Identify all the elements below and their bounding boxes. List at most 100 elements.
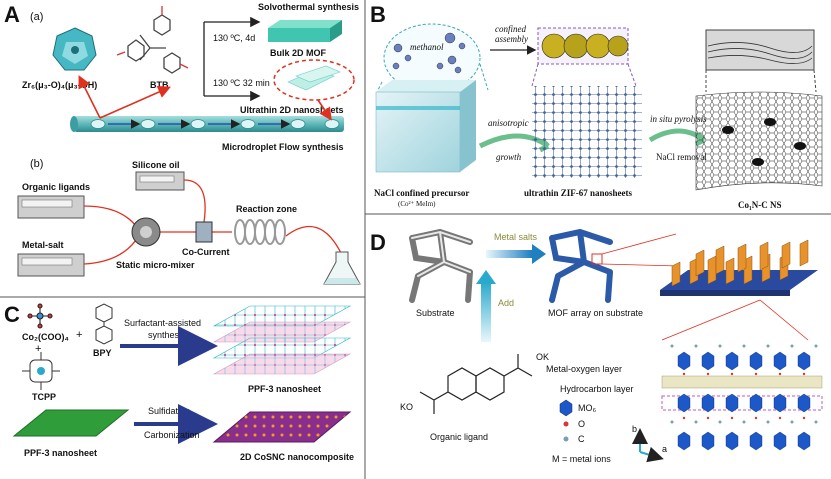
ppf-3-layered-framework xyxy=(212,305,352,375)
mixer-label: Static micro-mixer xyxy=(116,260,195,270)
axis-b-label: b xyxy=(632,424,637,434)
metal-salts-arrowhead xyxy=(532,244,546,264)
metal-salts-label: Metal salts xyxy=(494,232,538,242)
insitu-label: in situ pyrolysis xyxy=(650,114,707,124)
ligand-ko-label: KO xyxy=(400,402,413,412)
panel-c-label: C xyxy=(4,302,20,327)
cosnc-label: 2D CoSNC nanocomposite xyxy=(240,452,354,462)
panel-c: C Co₂(COO)₄ + TCPP + BPY Surfactant-assi… xyxy=(4,302,354,462)
bpy-label: BPY xyxy=(93,348,112,358)
ppf-3-green-sheet xyxy=(12,409,130,437)
orange-mof-plate-array xyxy=(660,239,818,296)
anisotropic-label: anisotropic xyxy=(488,118,529,128)
organic-ligand-icon xyxy=(419,354,533,414)
metal-salt-label: Metal-salt xyxy=(22,240,64,250)
co2-label: Co₂(COO)₄ xyxy=(22,332,69,342)
btb-label: BTB xyxy=(150,80,169,90)
condition-flow: 130 ºC 32 min xyxy=(213,78,270,88)
ultrathin-nanosheets-icon xyxy=(273,59,355,101)
panel-b: B methanol confined assembly NaCl confin… xyxy=(370,2,823,210)
reaction-coil-icon xyxy=(234,219,286,245)
hydrocarbon-layer-label: Hydrocarbon layer xyxy=(560,384,634,394)
carbonization-label: Carbonization xyxy=(144,430,200,440)
assembly-label: assembly xyxy=(495,34,528,44)
nacl-precursor-cube xyxy=(375,80,476,173)
zoom-lines xyxy=(601,233,809,341)
ultrathin-label: Ultrathin 2D nanosheets xyxy=(240,105,344,115)
mo6-legend-label: MO₆ xyxy=(578,403,596,413)
zr-cluster-icon xyxy=(52,27,97,71)
syringe-pump-organic xyxy=(17,195,85,219)
zif-67-nanosheet xyxy=(532,86,642,178)
mo6-legend-icon xyxy=(559,399,573,417)
growth-label: growth xyxy=(496,152,522,162)
static-micro-mixer-icon xyxy=(131,217,161,247)
add-arrow xyxy=(481,282,491,342)
conc-graphene-sheet xyxy=(695,91,823,191)
o-legend-icon xyxy=(563,421,569,427)
silicone-oil-label: Silicone oil xyxy=(132,160,180,170)
cosnc-nanocomposite-sheet xyxy=(212,411,352,443)
tcpp-label: TCPP xyxy=(32,392,56,402)
btb-ligand-icon xyxy=(116,6,189,74)
panel-d: D Substrate Metal salts Add MOF array on… xyxy=(370,228,823,464)
surfactant-label-1: Surfactant-assisted xyxy=(124,318,201,328)
substrate-label: Substrate xyxy=(416,308,455,318)
precursor-sub-label: (Co²⁺ MeIm) xyxy=(398,200,436,208)
zr-cluster-formula: Zr₆(μ₃-O)₄(μ₃-OH) xyxy=(22,80,97,90)
tubing xyxy=(83,179,343,265)
microchannel xyxy=(70,75,344,132)
confined-label: confined xyxy=(495,24,526,34)
solvothermal-title: Solvothermal synthesis xyxy=(258,2,359,12)
conc-inset xyxy=(705,29,815,71)
precursor-label: NaCl confined precursor xyxy=(374,188,469,198)
bulk-mof-label: Bulk 2D MOF xyxy=(270,48,327,58)
ppf-nanosheet-label-top: PPF-3 nanosheet xyxy=(248,384,321,394)
co-current-label: Co-Current xyxy=(182,247,230,257)
mof-zoom-box xyxy=(591,253,603,265)
surfactant-label-2: synthesis xyxy=(148,330,186,340)
methanol-label: methanol xyxy=(410,42,444,52)
zif-sphere-inset xyxy=(537,27,629,65)
bpy-icon xyxy=(95,303,113,345)
c-legend-label: C xyxy=(578,434,585,444)
plus-2: + xyxy=(76,329,82,341)
precursor-molecule-bubble xyxy=(383,23,481,93)
layered-crystal-structure xyxy=(661,344,823,451)
axis-a-label: a xyxy=(662,444,667,454)
syringe-pump-metal xyxy=(17,253,85,277)
reaction-branch-arrows xyxy=(203,16,261,102)
axes-icon xyxy=(632,428,664,463)
syringe-pump-silicone xyxy=(135,171,185,191)
metal-salts-arrow xyxy=(486,250,532,258)
nacl-removal-label: NaCl removal xyxy=(656,152,707,162)
mof-array-framework-icon xyxy=(549,228,613,303)
panel-b-label: B xyxy=(370,2,386,27)
plus-1: + xyxy=(35,343,41,355)
add-label: Add xyxy=(498,298,514,308)
panel-d-label: D xyxy=(370,230,386,255)
ppf-nanosheet-label-bottom: PPF-3 nanosheet xyxy=(24,448,97,458)
co-current-junction-icon xyxy=(195,221,213,243)
panel-a-label: A xyxy=(4,2,20,27)
tcpp-porphyrin-icon xyxy=(22,352,60,390)
ligand-ok-label: OK xyxy=(536,352,549,362)
metal-ions-note: M = metal ions xyxy=(552,454,611,464)
flow-title: Microdroplet Flow synthesis xyxy=(222,142,344,152)
c-legend-icon xyxy=(563,436,569,442)
panel-a: A (a) Zr₆(μ₃-O)₄(μ₃-OH) BTB 130 ºC, 4d 1… xyxy=(4,2,361,285)
panel-a-sub-a: (a) xyxy=(30,11,43,23)
zif-label: ultrathin ZIF-67 nanosheets xyxy=(524,188,633,198)
bulk-2d-mof-icon xyxy=(268,20,342,42)
organic-ligands-label: Organic ligands xyxy=(22,182,90,192)
o-legend-label: O xyxy=(578,419,585,429)
collection-flask-icon xyxy=(323,251,361,285)
panel-a-sub-b: (b) xyxy=(30,158,43,170)
co2-paddlewheel-icon xyxy=(27,303,53,329)
condition-solvothermal: 130 ºC, 4d xyxy=(213,33,255,43)
substrate-framework-highlight xyxy=(411,230,471,277)
add-arrowhead xyxy=(476,270,496,284)
organic-ligand-label: Organic ligand xyxy=(430,432,488,442)
